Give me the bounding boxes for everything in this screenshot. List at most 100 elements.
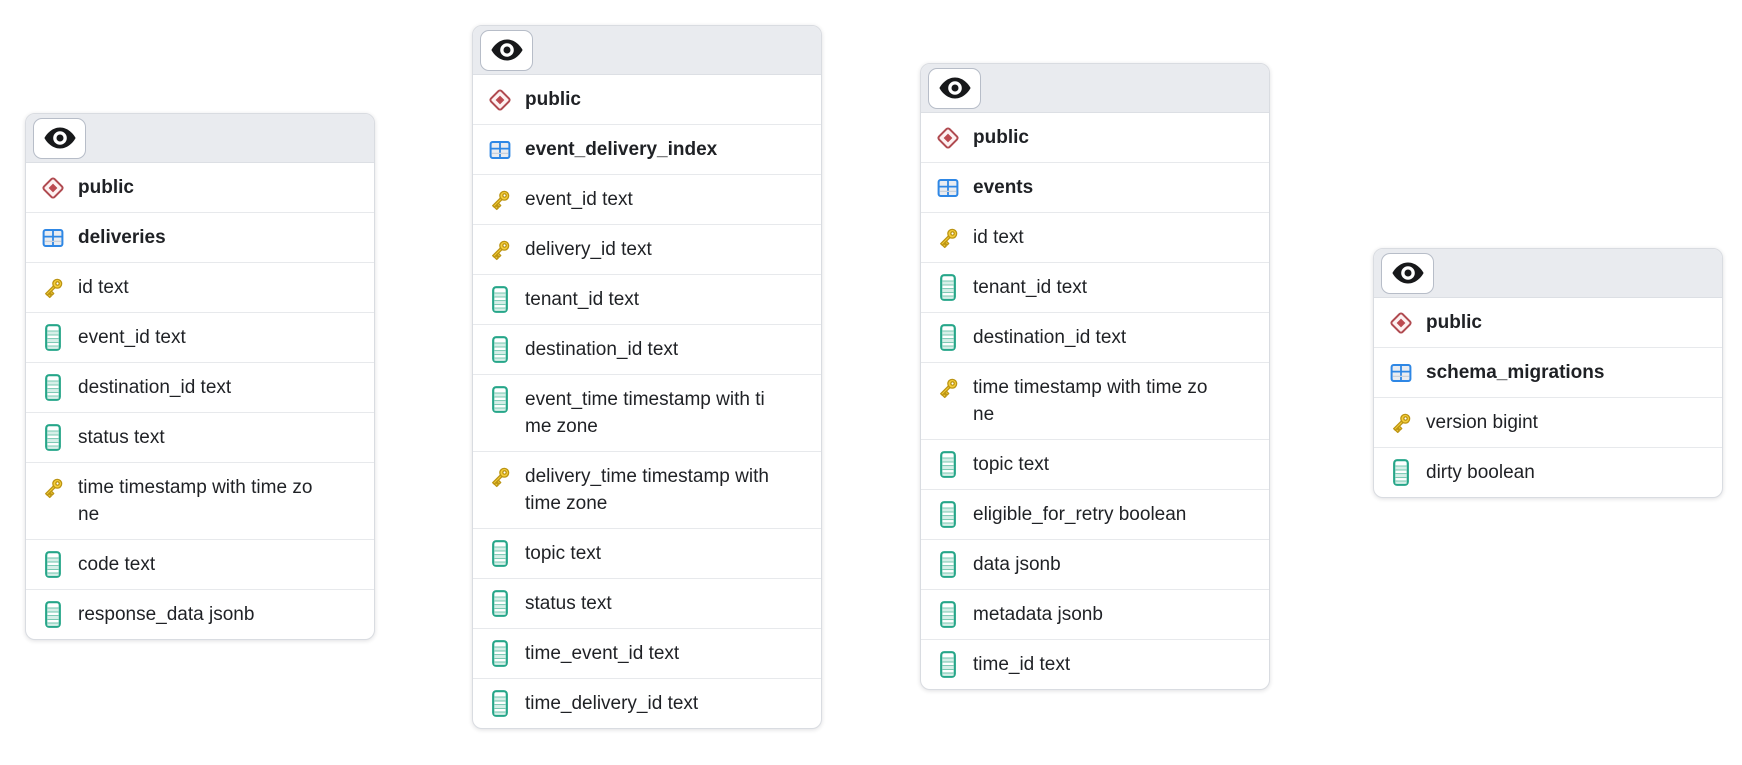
visibility-toggle-button[interactable] — [480, 29, 533, 71]
table-card-rows: public event_delivery_index event_id tex… — [473, 75, 821, 728]
column-label: id text — [78, 277, 129, 298]
eye-icon — [490, 39, 523, 61]
schema-row: public — [26, 163, 374, 212]
table-card-header — [473, 26, 821, 75]
column-label: id text — [973, 227, 1024, 248]
table-name-row: schema_migrations — [1374, 347, 1722, 397]
table-card-deliveries[interactable]: public deliveries id text event_id text … — [25, 113, 375, 640]
schema-name: public — [1426, 312, 1482, 333]
column-label: code text — [78, 554, 156, 575]
primary-key-icon — [39, 474, 67, 501]
table-icon — [934, 174, 962, 201]
column-label: event_id text — [78, 327, 186, 348]
schema-name: public — [78, 177, 134, 198]
column-icon — [486, 336, 514, 363]
column-row: status text — [26, 412, 374, 462]
column-row: delivery_id text — [473, 224, 821, 274]
column-row: code text — [26, 539, 374, 589]
column-icon — [486, 540, 514, 567]
table-card-schema_migrations[interactable]: public schema_migrations version bigint … — [1373, 248, 1723, 498]
column-label: time timestamp with time zone — [78, 477, 313, 525]
column-row: destination_id text — [921, 312, 1269, 362]
column-label: version bigint — [1426, 412, 1538, 433]
column-row: id text — [26, 262, 374, 312]
column-row: tenant_id text — [473, 274, 821, 324]
column-row: event_id text — [26, 312, 374, 362]
column-label: delivery_id text — [525, 239, 652, 260]
column-label: dirty boolean — [1426, 462, 1535, 483]
table-card-event_delivery_index[interactable]: public event_delivery_index event_id tex… — [472, 25, 822, 729]
column-row: destination_id text — [26, 362, 374, 412]
column-icon — [1387, 459, 1415, 486]
column-label: topic text — [525, 543, 602, 564]
table-name-row: deliveries — [26, 212, 374, 262]
visibility-toggle-button[interactable] — [1381, 252, 1434, 294]
schema-row: public — [1374, 298, 1722, 347]
table-name-row: events — [921, 162, 1269, 212]
column-label: delivery_time timestamp with time zone — [525, 466, 769, 514]
column-label: data jsonb — [973, 554, 1061, 575]
column-row: version bigint — [1374, 397, 1722, 447]
column-row: delivery_time timestamp with time zone — [473, 451, 821, 528]
column-row: response_data jsonb — [26, 589, 374, 639]
column-row: status text — [473, 578, 821, 628]
column-label: metadata jsonb — [973, 604, 1103, 625]
column-icon — [934, 274, 962, 301]
table-card-header — [921, 64, 1269, 113]
primary-key-icon — [934, 224, 962, 251]
column-row: data jsonb — [921, 539, 1269, 589]
column-row: id text — [921, 212, 1269, 262]
column-label: tenant_id text — [525, 289, 640, 310]
table-name-row: event_delivery_index — [473, 124, 821, 174]
column-label: time timestamp with time zone — [973, 377, 1208, 425]
table-name: events — [973, 177, 1034, 198]
column-label: eligible_for_retry boolean — [973, 504, 1187, 525]
column-row: time_delivery_id text — [473, 678, 821, 728]
column-icon — [934, 651, 962, 678]
column-icon — [934, 451, 962, 478]
table-name: event_delivery_index — [525, 139, 718, 160]
column-row: topic text — [473, 528, 821, 578]
column-icon — [486, 690, 514, 717]
primary-key-icon — [39, 274, 67, 301]
column-label: destination_id text — [525, 339, 679, 360]
column-label: tenant_id text — [973, 277, 1088, 298]
column-icon — [486, 286, 514, 313]
column-label: destination_id text — [78, 377, 232, 398]
column-icon — [39, 374, 67, 401]
column-row: destination_id text — [473, 324, 821, 374]
schema-name: public — [525, 89, 581, 110]
schema-diamond-icon — [486, 86, 514, 113]
table-card-rows: public events id text tenant_id text des… — [921, 113, 1269, 689]
table-card-events[interactable]: public events id text tenant_id text des… — [920, 63, 1270, 690]
column-label: topic text — [973, 454, 1050, 475]
primary-key-icon — [486, 186, 514, 213]
eye-icon — [1391, 262, 1424, 284]
schema-row: public — [921, 113, 1269, 162]
column-label: time_event_id text — [525, 643, 680, 664]
column-icon — [39, 551, 67, 578]
column-icon — [486, 590, 514, 617]
column-icon — [39, 424, 67, 451]
column-row: dirty boolean — [1374, 447, 1722, 497]
column-row: eligible_for_retry boolean — [921, 489, 1269, 539]
primary-key-icon — [486, 236, 514, 263]
column-label: status text — [525, 593, 612, 614]
column-icon — [934, 501, 962, 528]
column-icon — [39, 324, 67, 351]
table-card-header — [26, 114, 374, 163]
table-card-rows: public deliveries id text event_id text … — [26, 163, 374, 639]
column-row: tenant_id text — [921, 262, 1269, 312]
visibility-toggle-button[interactable] — [33, 117, 86, 159]
table-icon — [39, 224, 67, 251]
schema-name: public — [973, 127, 1029, 148]
column-icon — [934, 551, 962, 578]
schema-diamond-icon — [934, 124, 962, 151]
column-row: topic text — [921, 439, 1269, 489]
column-icon — [486, 640, 514, 667]
column-label: status text — [78, 427, 165, 448]
table-card-rows: public schema_migrations version bigint … — [1374, 298, 1722, 497]
table-icon — [1387, 359, 1415, 386]
visibility-toggle-button[interactable] — [928, 67, 981, 109]
